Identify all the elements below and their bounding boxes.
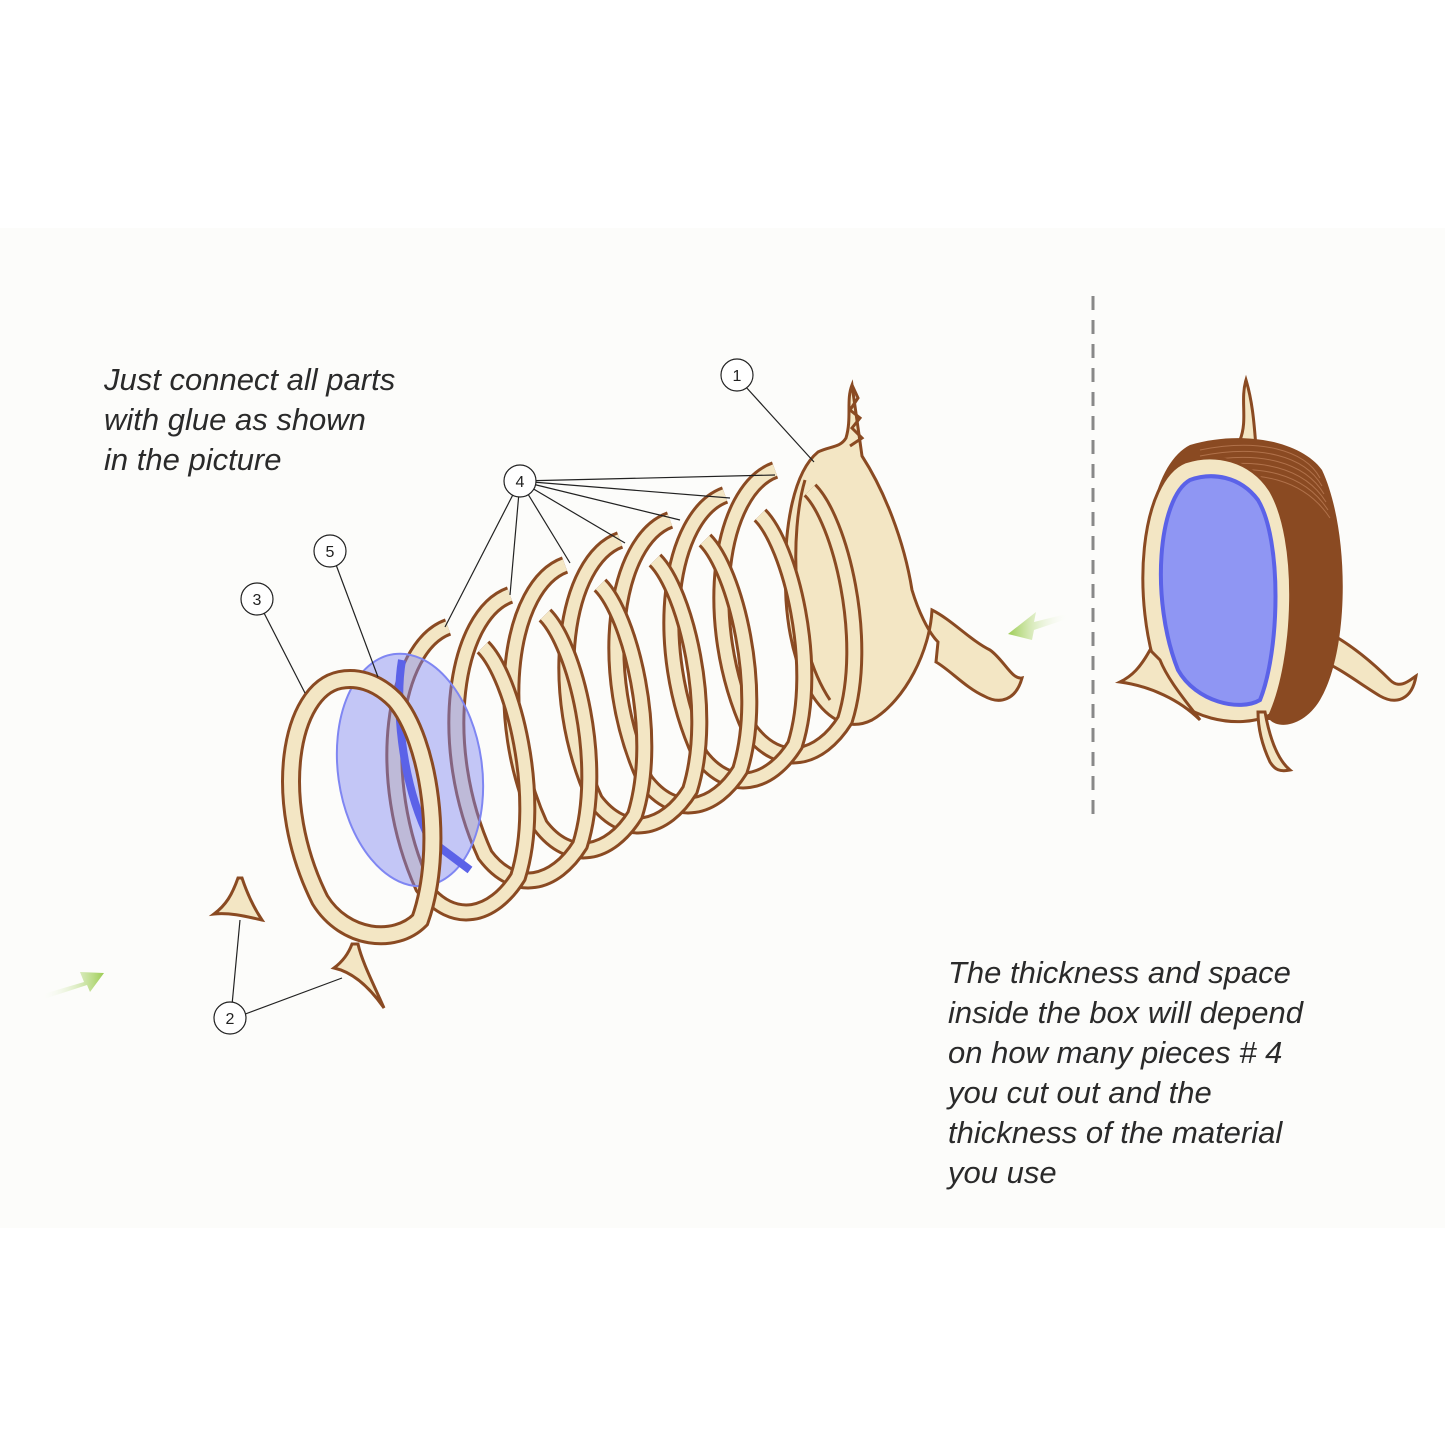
leader-lines: [231, 385, 815, 1017]
callout-4: 4: [503, 464, 537, 498]
diagram-background: [0, 228, 1445, 1228]
part-3-front-ring: [281, 669, 443, 946]
part-4-spacer-rings: [385, 461, 864, 922]
direction-arrow-right: [1008, 612, 1070, 640]
callout-4-label: 4: [516, 474, 525, 491]
direction-arrow-left: [40, 972, 104, 999]
callout-1: 1: [720, 358, 754, 392]
part-2-feet: [208, 876, 386, 1009]
callout-3: 3: [240, 582, 274, 616]
part-1-back-plate: [783, 379, 1025, 726]
instruction-note-top: Just connect all parts with glue as show…: [104, 362, 396, 477]
callout-5-label: 5: [326, 544, 335, 561]
callout-5: 5: [313, 534, 347, 568]
callout-2: 2: [213, 1001, 247, 1035]
assembled-box: [1114, 374, 1419, 773]
callout-2-label: 2: [226, 1011, 235, 1028]
callout-1-label: 1: [733, 368, 742, 385]
callout-3-label: 3: [253, 592, 262, 609]
instruction-note-bottom: The thickness and space inside the box w…: [948, 955, 1304, 1190]
